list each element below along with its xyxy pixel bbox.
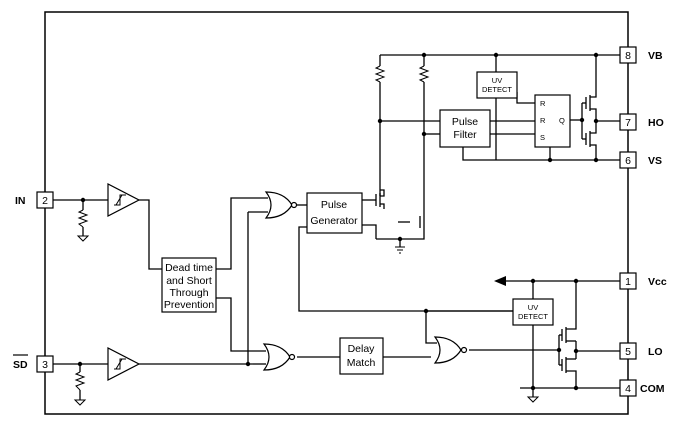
pin-number: 8 <box>625 50 631 62</box>
pin-number: 5 <box>625 346 631 358</box>
ground-symbol <box>73 399 87 406</box>
pin-sd: 3 SD <box>13 354 54 373</box>
pin-number: 3 <box>42 359 48 371</box>
nor-gate-output <box>433 336 468 364</box>
pin-lo: 5 LO <box>619 342 663 360</box>
nor-gate-low <box>262 343 296 371</box>
rs-latch: R R S Q <box>534 94 571 148</box>
svg-text:R: R <box>540 99 546 108</box>
junction-dots-low <box>423 278 579 391</box>
pin-label: IN <box>15 195 26 207</box>
pin-com: 4 COM <box>619 379 665 397</box>
svg-text:and Short: and Short <box>166 275 212 287</box>
svg-text:Q: Q <box>559 116 565 125</box>
pin-label: Vcc <box>648 276 667 288</box>
pin-label: COM <box>640 383 665 395</box>
delay-match-block: Delay Match <box>339 337 384 375</box>
pin-label: VS <box>648 155 662 167</box>
pin-in: 2 IN <box>15 191 54 209</box>
chip-outline <box>44 11 629 415</box>
level-shift-transistor-right <box>419 215 425 229</box>
svg-text:Generator: Generator <box>310 215 358 227</box>
ground-symbol <box>395 246 405 254</box>
level-shift-transistor-left <box>375 189 385 209</box>
high-side-output-transistors <box>585 93 597 149</box>
svg-text:Pulse: Pulse <box>321 199 347 211</box>
nor-gate-high <box>264 191 298 219</box>
pin-number: 1 <box>625 276 631 288</box>
pin-vs: 6 VS <box>619 151 662 169</box>
svg-text:R: R <box>540 116 546 125</box>
schmitt-trigger-in <box>107 183 141 217</box>
uv-detect-high-block: UV DETECT <box>476 71 518 99</box>
ground-symbol <box>76 235 90 242</box>
pin-label: SD <box>13 359 28 371</box>
pin-number: 2 <box>42 195 48 207</box>
pin-number: 7 <box>625 117 631 129</box>
svg-text:Prevention: Prevention <box>164 299 214 311</box>
ground-symbol <box>526 396 540 403</box>
svg-text:Dead time: Dead time <box>165 262 213 274</box>
low-side-output-transistors <box>561 321 577 379</box>
pin-label: HO <box>648 117 664 129</box>
sd-pulldown-resistor <box>74 371 86 391</box>
svg-text:Pulse: Pulse <box>452 116 478 128</box>
junction-dots-input <box>77 197 251 367</box>
svg-text:S: S <box>540 133 545 142</box>
pullup-resistor-left <box>374 65 386 83</box>
svg-text:UV: UV <box>528 303 538 312</box>
pin-number: 4 <box>625 383 631 395</box>
schmitt-trigger-sd <box>107 347 141 381</box>
svg-text:UV: UV <box>492 76 502 85</box>
pulse-filter-block: Pulse Filter <box>439 109 491 148</box>
svg-text:Delay: Delay <box>348 343 376 355</box>
pulse-generator-block: Pulse Generator <box>306 192 363 234</box>
svg-text:Filter: Filter <box>453 129 477 141</box>
pin-vb: 8 VB <box>619 46 663 64</box>
dead-time-block: Dead time and Short Through Prevention <box>161 257 217 313</box>
vcc-arrow <box>494 276 506 286</box>
pin-ho: 7 HO <box>619 113 664 131</box>
low-side-wiring <box>298 226 620 397</box>
pullup-resistor-right <box>418 65 430 83</box>
svg-text:DETECT: DETECT <box>518 312 548 321</box>
pin-number: 6 <box>625 155 631 167</box>
pin-vcc: 1 Vcc <box>619 272 667 290</box>
junction-dots-high <box>377 52 599 242</box>
input-wiring <box>53 197 431 400</box>
svg-text:Through: Through <box>169 287 208 299</box>
pin-label: LO <box>648 346 663 358</box>
in-pulldown-resistor <box>77 209 89 228</box>
svg-text:DETECT: DETECT <box>482 85 512 94</box>
pin-label: VB <box>648 50 663 62</box>
uv-detect-low-block: UV DETECT <box>512 298 554 326</box>
svg-text:Match: Match <box>347 357 376 369</box>
